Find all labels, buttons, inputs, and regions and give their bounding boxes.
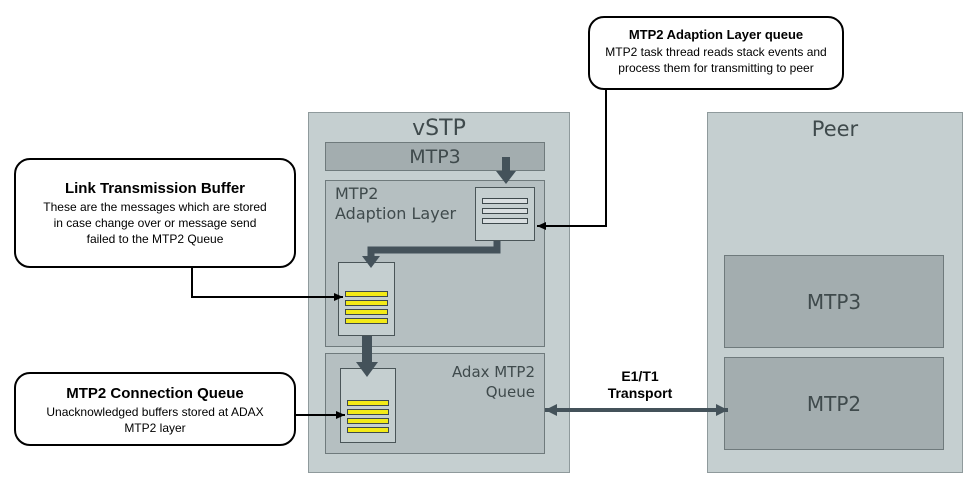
mtp3-to-adaption-queue-arrow — [496, 157, 516, 184]
mtp2-connection-queue — [340, 368, 396, 443]
buffer-slot — [345, 300, 388, 306]
link-buffer-callout-title: Link Transmission Buffer — [64, 180, 246, 197]
vstp-title: vSTP — [412, 115, 466, 141]
adaption-layer-queue — [475, 187, 535, 241]
queue-slot — [482, 208, 528, 214]
connection-queue-callout-title: MTP2 Connection Queue — [66, 385, 244, 402]
peer-mtp3-layer: MTP3 — [724, 255, 944, 348]
buffer-slot — [345, 309, 388, 315]
mtp2-connection-queue-callout: MTP2 Connection Queue Unacknowledged buf… — [14, 372, 296, 446]
link-buffer-callout-connector — [191, 268, 343, 301]
buffer-slot — [345, 318, 388, 324]
link-transmission-buffer-queue — [338, 262, 395, 336]
link-transmission-buffer-callout: Link Transmission Buffer These are the m… — [14, 158, 296, 268]
buffer-slot — [347, 418, 389, 424]
adaption-queue-callout-body: MTP2 task thread reads stack events and … — [605, 45, 827, 75]
buffer-slot — [347, 400, 389, 406]
adaption-to-link-buffer-arrow — [362, 241, 501, 268]
adax-mtp2-queue-label: Adax MTP2 Queue — [451, 363, 535, 401]
peer-mtp2-layer: MTP2 — [724, 357, 944, 450]
buffer-slot — [345, 291, 388, 297]
connection-queue-callout-body: Unacknowledged buffers stored at ADAX MT… — [46, 405, 264, 435]
link-buffer-callout-body: These are the messages which are stored … — [43, 200, 267, 246]
adaption-queue-callout-title: MTP2 Adaption Layer queue — [628, 27, 804, 42]
link-buffer-to-connection-queue-arrow — [356, 336, 378, 377]
buffer-slot — [347, 427, 389, 433]
transport-label: E1/T1 Transport — [607, 368, 673, 401]
adaption-callout-connector — [537, 90, 607, 230]
queue-slot — [482, 198, 528, 204]
mtp2-adaption-layer-label: MTP2 Adaption Layer — [335, 184, 457, 223]
peer-title: Peer — [811, 117, 859, 141]
buffer-slot — [347, 409, 389, 415]
adaption-queue-callout: MTP2 Adaption Layer queue MTP2 task thre… — [588, 16, 844, 90]
queue-slot — [482, 218, 528, 224]
